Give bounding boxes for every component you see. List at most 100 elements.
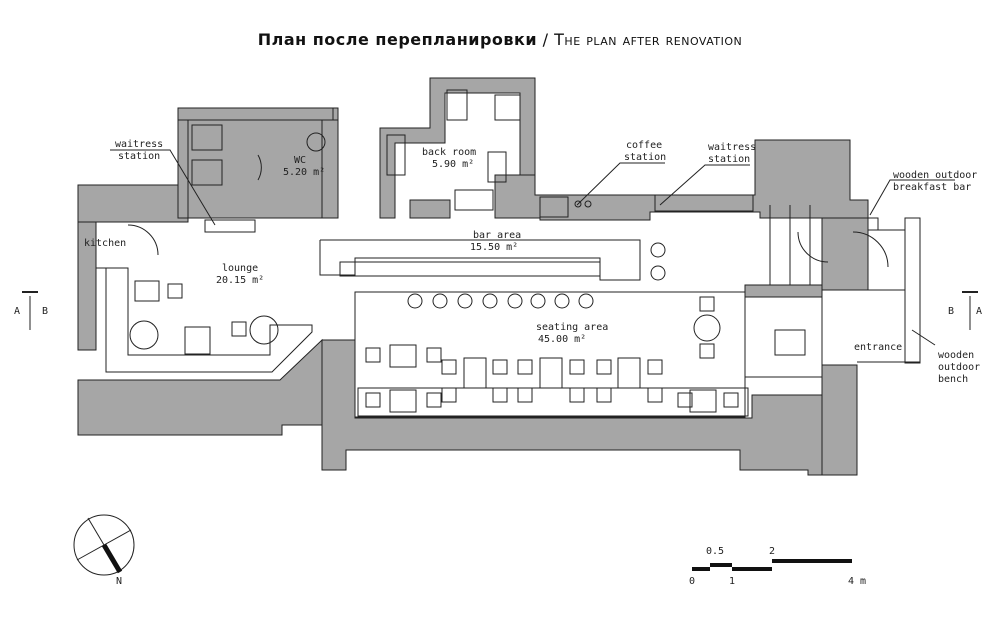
bar-stools	[407, 242, 666, 309]
label-back-room-area: 5.90 m²	[432, 159, 474, 170]
wall-wc-right	[321, 119, 339, 219]
callout-waitress-left-2: station	[118, 151, 160, 162]
wall-left-outer	[77, 221, 97, 351]
wc-sink	[306, 132, 326, 152]
seating-table-3	[539, 357, 563, 389]
seating-table-1	[389, 344, 417, 368]
wall-wc-left	[177, 107, 189, 219]
leader-waitress-right	[659, 164, 750, 206]
scale-label-2: 2	[769, 546, 775, 557]
seating-table-6	[689, 389, 717, 413]
wall-right-lower	[821, 364, 858, 476]
waitress-counter-left	[204, 219, 256, 233]
seating-table-5	[389, 389, 417, 413]
compass-needle-icon	[101, 543, 123, 574]
section-right-b: B	[948, 306, 954, 317]
outdoor-breakfast-bar	[904, 217, 921, 364]
coffee-machine	[539, 196, 569, 218]
wall-right-upper	[821, 217, 869, 291]
stairs	[769, 205, 811, 285]
interior-lines	[22, 89, 978, 418]
label-seating-area: seating area	[536, 322, 608, 333]
scale-label-4m: 4 m	[848, 576, 866, 587]
label-entrance: entrance	[854, 342, 902, 353]
lounge-table-3	[184, 326, 211, 355]
leader-breakfast-bar	[869, 179, 955, 216]
wc-toilet-2	[191, 159, 223, 186]
label-seating-area-area: 45.00 m²	[538, 334, 586, 345]
lounge-table-2	[249, 315, 279, 345]
lounge-bench	[105, 267, 313, 373]
plan-title: План после перепланировки / The plan aft…	[0, 30, 1000, 49]
wall-wc-top	[177, 107, 334, 121]
callout-waitress-left-1: waitress	[115, 139, 163, 150]
label-lounge-area: 20.15 m²	[216, 275, 264, 286]
chairs	[167, 283, 739, 408]
callout-bench-2: outdoor	[938, 362, 980, 373]
bar-counter	[319, 239, 641, 281]
entrance-door-swing	[852, 231, 889, 268]
wall-top-main	[494, 139, 869, 221]
title-english: The plan after renovation	[554, 30, 743, 49]
seating-room	[354, 291, 746, 418]
callout-waitress-right-1: waitress	[708, 142, 756, 153]
callout-coffee-2: station	[624, 152, 666, 163]
label-back-room: back room	[422, 147, 476, 158]
wall-backroom-mid	[409, 199, 451, 219]
seating-table-round	[693, 314, 721, 342]
entrance-desk	[774, 329, 806, 356]
wall-left-bottom	[77, 338, 323, 436]
wall-backroom	[379, 77, 536, 219]
kitchen-door-swing	[127, 224, 159, 256]
callout-bench-1: wooden	[938, 350, 974, 361]
bar-back-counter	[339, 261, 601, 277]
label-wc: WC	[294, 155, 306, 166]
lounge-table-1	[129, 320, 159, 350]
outdoor-bench	[867, 217, 879, 231]
wall-partition	[744, 284, 823, 298]
scale-label-1: 1	[729, 576, 735, 587]
lounge-table-4	[134, 280, 160, 302]
title-separator: /	[537, 30, 555, 49]
leader-bench	[911, 329, 936, 346]
wc-door-swing	[257, 154, 262, 181]
callout-coffee-1: coffee	[626, 140, 662, 151]
seating-table-2	[463, 357, 487, 389]
label-wc-area: 5.20 m²	[283, 167, 325, 178]
section-left-b: B	[42, 306, 48, 317]
stairs-door-swing	[797, 231, 829, 263]
wc-toilet-1	[191, 124, 223, 151]
entrance-vestibule	[744, 296, 823, 378]
compass-north-label: N	[116, 576, 122, 587]
label-lounge: lounge	[222, 263, 258, 274]
backroom-shelf-1	[446, 89, 468, 121]
callout-bench-3: bench	[938, 374, 968, 385]
walls	[77, 77, 869, 476]
waitress-counter-right	[654, 194, 754, 212]
backroom-unit	[487, 151, 507, 183]
section-right-a: A	[976, 306, 982, 317]
callout-breakfast-bar-1: wooden outdoor	[893, 170, 977, 181]
backroom-shelf-2	[386, 134, 406, 176]
compass-circle	[73, 514, 135, 576]
scale-bar: 0.5 2 0 1 4 m	[689, 546, 866, 587]
title-russian: План после перепланировки	[257, 30, 538, 49]
seating-table-4	[617, 357, 641, 389]
backroom-sink	[494, 94, 521, 121]
label-bar-area: bar area	[473, 230, 521, 241]
leader-coffee	[576, 162, 665, 206]
backroom-shelf-3	[454, 189, 494, 211]
scale-label-0-5: 0.5	[706, 546, 724, 557]
callout-breakfast-bar-2: breakfast bar	[893, 182, 971, 193]
section-left-a: A	[14, 306, 20, 317]
scale-label-0: 0	[689, 576, 695, 587]
callout-waitress-right-2: station	[708, 154, 750, 165]
label-bar-area-area: 15.50 m²	[470, 242, 518, 253]
leader-waitress-left	[110, 149, 216, 226]
wall-bottom-main	[321, 339, 823, 476]
north-compass: N	[73, 514, 135, 587]
label-kitchen: kitchen	[84, 238, 126, 249]
labels: kitchen lounge 20.15 m² WC 5.20 m² back …	[14, 139, 982, 385]
